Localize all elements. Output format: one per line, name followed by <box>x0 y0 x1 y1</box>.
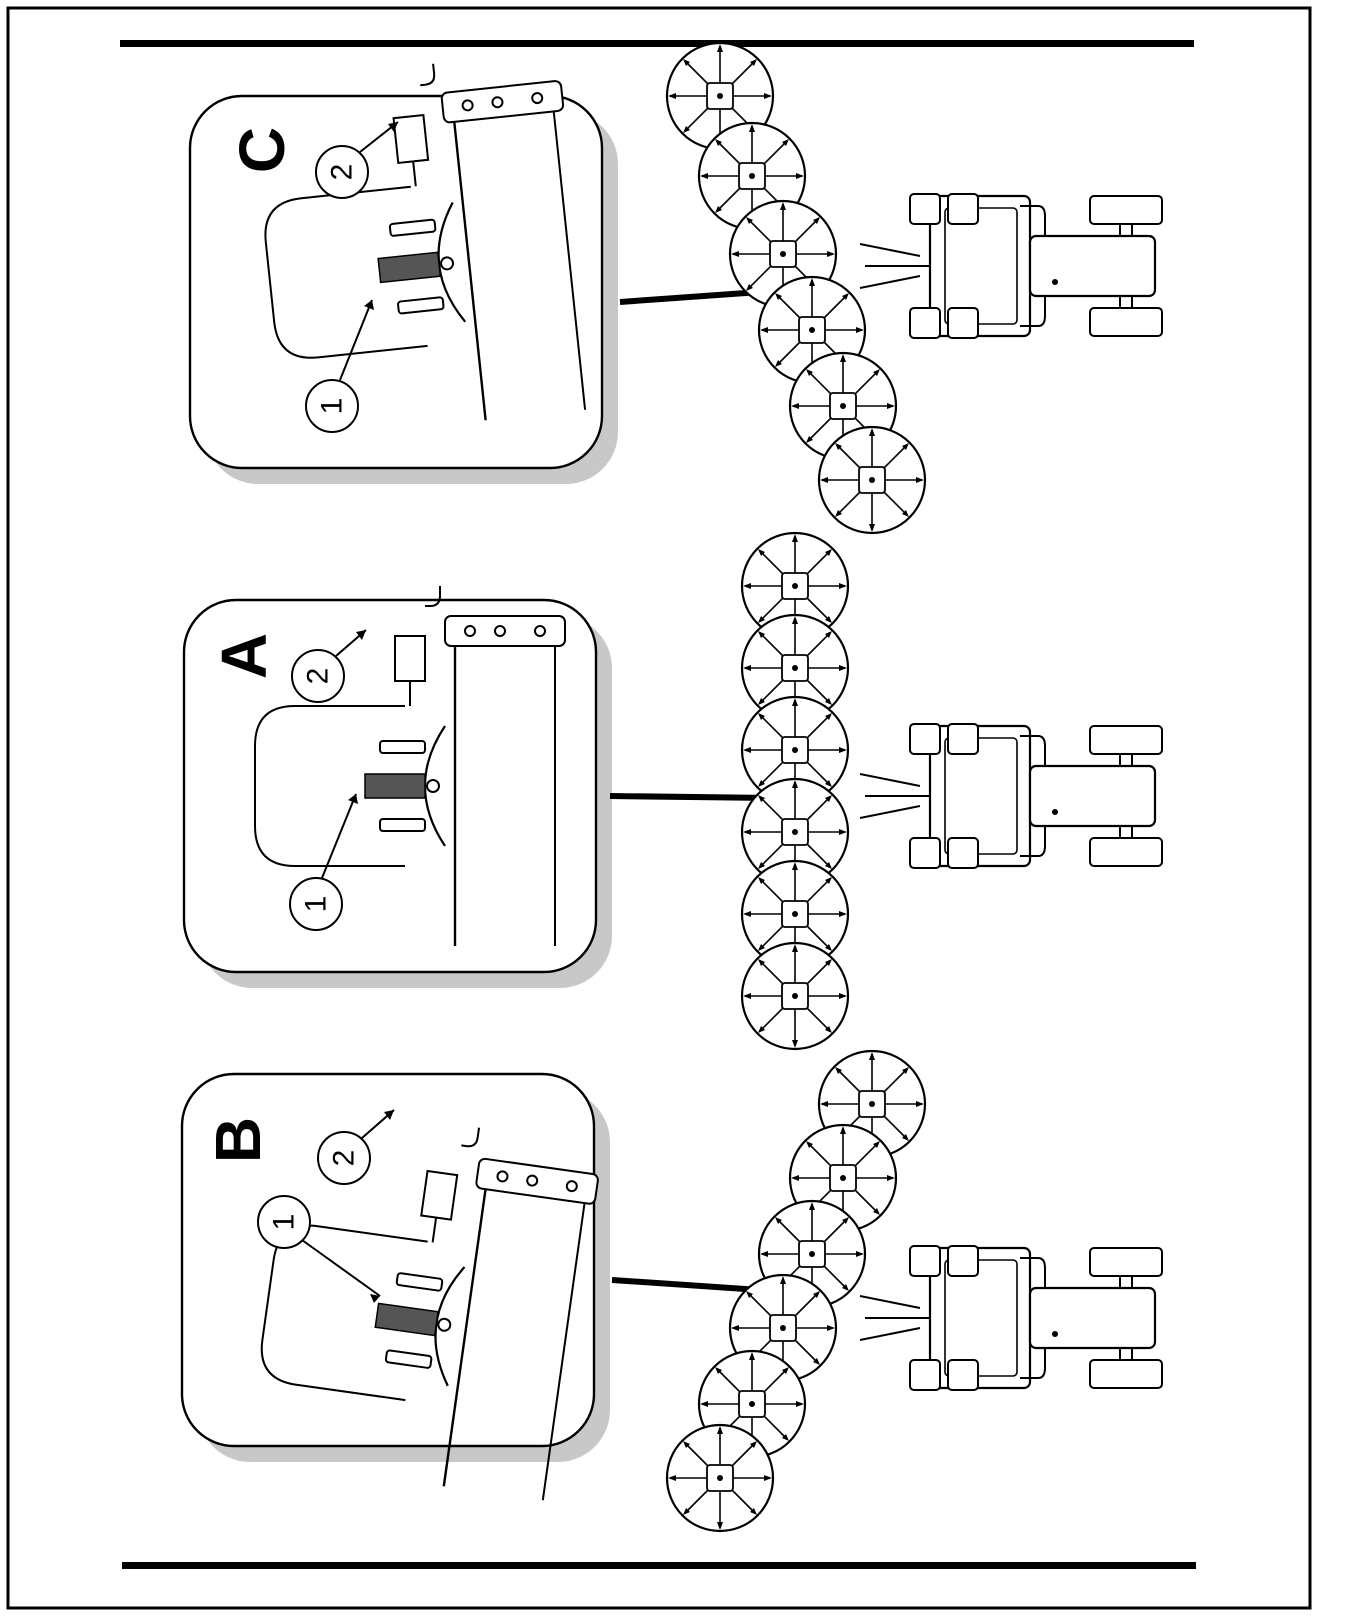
rotor-icon <box>740 941 850 1051</box>
tractor-icon <box>858 1244 1164 1392</box>
page-border <box>6 6 1312 1610</box>
bottom-rule <box>122 1562 1196 1569</box>
rotor-icon <box>817 425 927 535</box>
panel-a-callout-1-text: 1 <box>300 896 333 913</box>
rake-assembly-a <box>740 531 1164 1051</box>
panel-c-callout-1-text: 1 <box>316 398 349 415</box>
panel-a-callout-2-text: 2 <box>302 668 335 685</box>
panel-c-callout-1: 1 <box>305 299 374 433</box>
rake-assembly-c <box>665 41 1164 535</box>
leader-a <box>609 793 771 801</box>
panel-b-callout-1: 1 <box>257 1195 381 1303</box>
panel-b: B 2 1 <box>180 1072 610 1503</box>
panel-c-callout-2: 2 <box>315 121 399 199</box>
rake-assembly-b <box>665 1049 1164 1533</box>
panel-c-callout-2-text: 2 <box>326 164 359 181</box>
panel-a-callout-1: 1 <box>289 793 358 931</box>
panel-c-letter: C <box>226 127 298 173</box>
panel-a: A 2 1 <box>182 584 612 988</box>
top-rule <box>120 40 1194 47</box>
panel-b-callout-1-text: 1 <box>268 1214 301 1231</box>
panel-a-callout-2: 2 <box>291 629 367 703</box>
leader-b <box>611 1277 761 1293</box>
tractor-icon <box>858 722 1164 870</box>
tractor-icon <box>858 192 1164 340</box>
panel-b-callout-2-text: 2 <box>328 1150 361 1167</box>
panel-a-letter: A <box>208 633 280 679</box>
leader-c <box>619 289 761 305</box>
rotor-icon <box>665 1423 775 1533</box>
panel-b-letter: B <box>202 1117 274 1163</box>
panel-c: C 2 1 <box>188 49 618 484</box>
panel-b-callout-2: 2 <box>317 1109 395 1185</box>
